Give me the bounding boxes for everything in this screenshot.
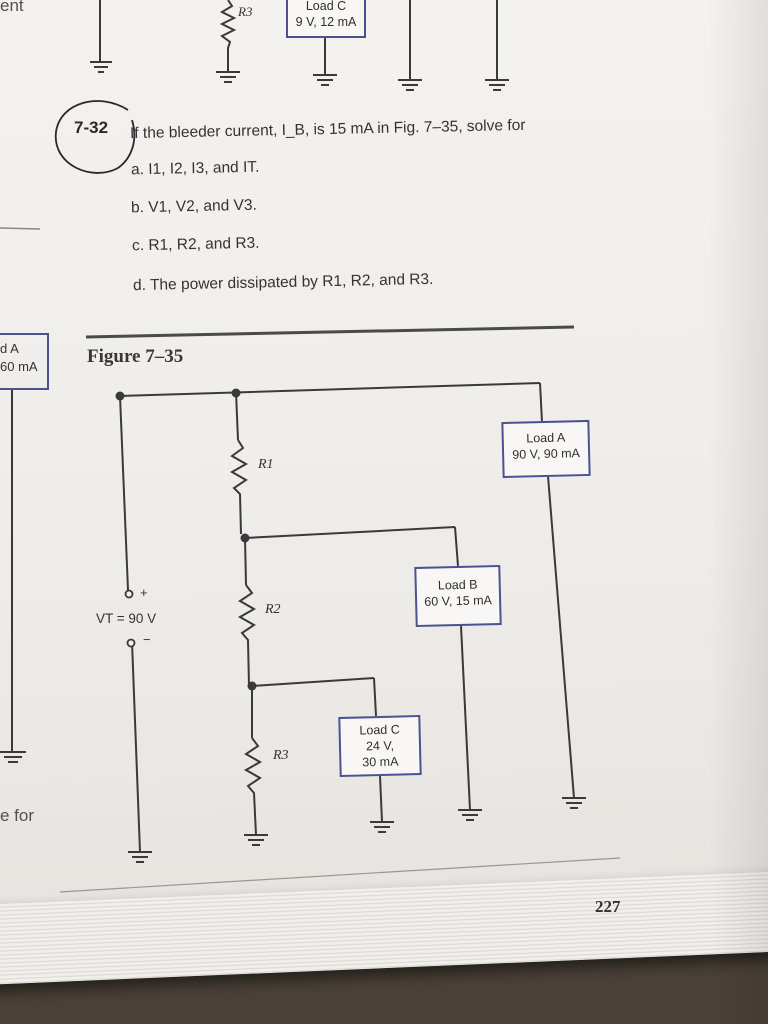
top-grounds (90, 61, 509, 91)
ink-circle (55, 100, 136, 174)
load-a-rating: 90 V, 90 mA (512, 446, 581, 462)
item-c-letter: c. (131, 237, 145, 255)
load-b-top-wire (454, 526, 459, 567)
load-b-box: Load B 60 V, 15 mA (414, 564, 502, 628)
item-d-letter: d. (132, 276, 147, 295)
problem-item-c: c. R1, R2, and R3. (132, 235, 260, 256)
figure-circuit (119, 382, 575, 853)
load-b-rating: 60 V, 15 mA (424, 593, 493, 609)
left-load-text: d A 60 mA (0, 340, 38, 376)
left-load-line1: d A (0, 341, 19, 356)
top-resistor-label: R3 (238, 4, 253, 19)
top-load-c-title: Load C (305, 0, 347, 13)
page-footer-rule (59, 857, 621, 893)
item-b-letter: b. (130, 199, 145, 217)
divider-wire-1 (235, 391, 239, 441)
item-b-text: V1, V2, and V3. (148, 196, 257, 216)
page-number: 227 (595, 897, 621, 916)
problem-item-b: b. V1, V2, and V3. (131, 197, 257, 218)
figure-grounds (128, 797, 586, 863)
top-resistor-r3 (219, 0, 237, 72)
top-load-c-box: Load C 9 V, 12 mA (286, 0, 366, 38)
problem-number: 7-32 (74, 118, 109, 137)
resistor-r3 (243, 737, 263, 836)
load-b-bottom-wire (460, 625, 471, 811)
left-load-box (0, 333, 49, 390)
tap-b-wire (244, 526, 456, 539)
resistor-r2 (237, 584, 257, 687)
load-a-bottom-wire (547, 475, 575, 799)
item-a-letter: a. (130, 161, 145, 179)
junctions (115, 388, 257, 691)
load-c-name: Load C (359, 722, 400, 738)
tap-c-wire (251, 677, 375, 687)
load-c-box: Load C 24 V, 30 mA (338, 715, 422, 777)
left-fragment-word: e for (0, 806, 35, 825)
load-a-box: Load A 90 V, 90 mA (501, 419, 591, 479)
source-voltage-label: VT = 90 V (96, 611, 157, 626)
source-minus: − (143, 632, 151, 647)
load-c-rating-1: 24 V, (365, 738, 395, 754)
top-load-c-value: 9 V, 12 mA (295, 15, 357, 29)
top-fragment-word: ent (0, 0, 24, 15)
left-load-line2: 60 mA (0, 359, 38, 374)
page-shadow (708, 0, 768, 1024)
label-r3: R3 (273, 748, 289, 763)
source-wire-bottom (131, 641, 141, 853)
problem-item-a: a. I1, I2, I3, and IT. (131, 159, 260, 180)
item-a-text: I1, I2, I3, and IT. (148, 158, 260, 178)
top-bus (119, 382, 541, 397)
source-wire-top (119, 395, 129, 591)
item-c-text: R1, R2, and R3. (148, 234, 260, 254)
load-c-rating-2: 30 mA (362, 754, 399, 770)
load-a-top-wire (539, 382, 543, 423)
load-c-top-wire (373, 677, 377, 717)
load-c-bottom-wire (379, 775, 383, 823)
source-terminals (124, 589, 136, 648)
divider-wire-2 (244, 537, 247, 586)
label-r2: R2 (265, 602, 281, 617)
left-rule (0, 227, 41, 230)
resistor-r1 (229, 439, 249, 535)
figure-rule (85, 325, 575, 339)
label-r1: R1 (258, 457, 274, 472)
figure-title: Figure 7–35 (87, 346, 184, 367)
source-plus: + (140, 585, 148, 600)
